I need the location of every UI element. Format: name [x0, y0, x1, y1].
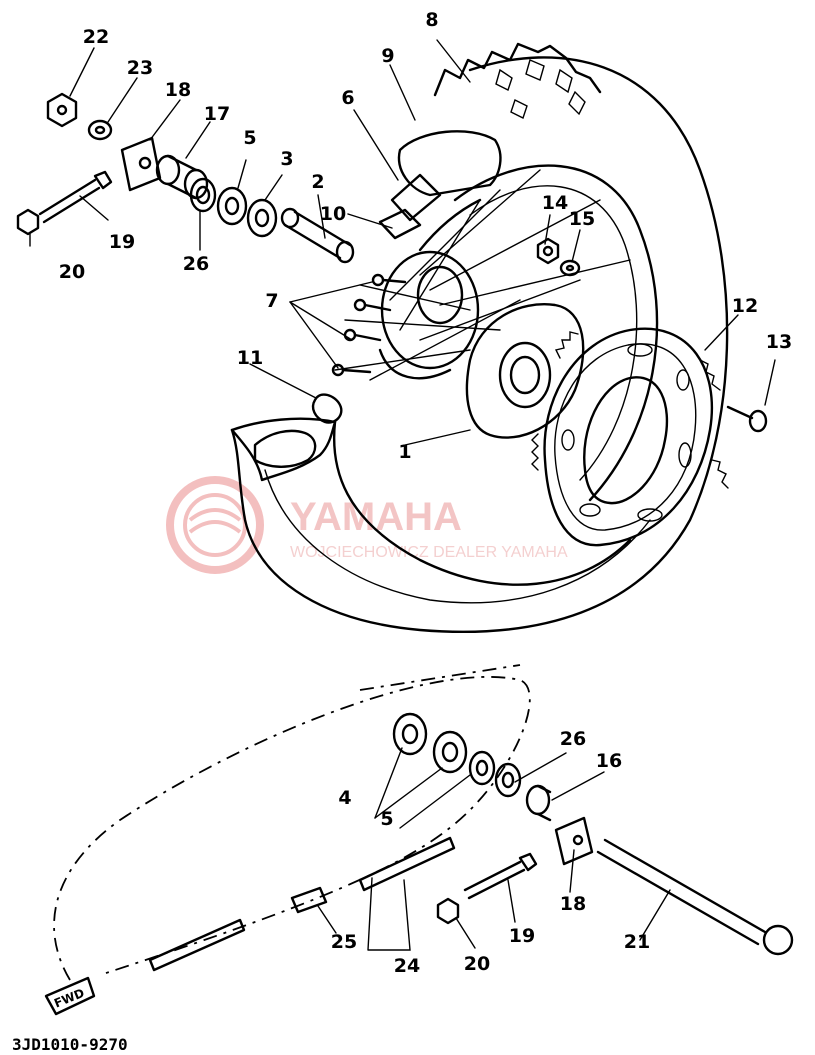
- watermark-subtitle: WOJCIECHOWICZ DEALER YAMAHA: [290, 544, 568, 561]
- part-label-26-lower: 26: [560, 728, 586, 750]
- collar-16: [525, 784, 552, 822]
- chain-puller-18: [120, 136, 162, 192]
- spacer-2: [280, 207, 355, 264]
- chain-and-axle-group: FWD: [44, 664, 794, 1016]
- hub: [378, 250, 480, 380]
- part-label-16: 16: [596, 750, 622, 772]
- part-label-5-top: 5: [243, 127, 256, 149]
- part-labels: 1 2 3 4 5 5 6 7 8 9 10 11 12 13 14 15 16…: [59, 9, 792, 977]
- part-label-15: 15: [569, 208, 595, 230]
- nut-20-lower: [436, 897, 460, 925]
- nut-22: [46, 92, 78, 128]
- drawing-code: 3JD1010-9270: [12, 1035, 128, 1054]
- part-label-23: 23: [127, 57, 153, 79]
- part-label-4: 4: [338, 787, 351, 809]
- seal-26-lower: [494, 762, 522, 798]
- nut-14: [536, 237, 560, 265]
- axle-group-top: [16, 92, 355, 264]
- bolt-13: [726, 405, 768, 433]
- part-label-8: 8: [425, 9, 438, 31]
- bearing-4b: [432, 730, 468, 774]
- rim-band-flap: [311, 393, 343, 424]
- rim: [453, 164, 659, 502]
- part-label-7: 7: [265, 290, 278, 312]
- part-label-22: 22: [83, 26, 109, 48]
- part-label-1: 1: [398, 441, 411, 463]
- bolts-7: [331, 273, 407, 377]
- axle-21: [596, 838, 794, 956]
- rear-wheel: [230, 42, 729, 634]
- part-label-21: 21: [624, 931, 650, 953]
- bolt-19-top: [38, 170, 113, 224]
- fwd-arrow-icon: FWD: [44, 976, 96, 1016]
- leader-lines: [29, 39, 776, 951]
- part-label-3: 3: [280, 148, 293, 170]
- part-label-6: 6: [341, 87, 354, 109]
- nut-20-top: [16, 208, 40, 236]
- rear-sprocket: [531, 327, 768, 547]
- part-label-20-top: 20: [59, 261, 85, 283]
- part-label-17: 17: [204, 103, 230, 125]
- part-label-2: 2: [311, 171, 324, 193]
- part-label-11: 11: [237, 347, 263, 369]
- bearing-4a: [392, 712, 428, 756]
- part-label-10: 10: [320, 203, 346, 225]
- part-label-25: 25: [331, 931, 357, 953]
- tube-and-rimlock: [378, 130, 502, 240]
- bearing-3: [246, 198, 278, 238]
- part-label-26-top: 26: [183, 253, 209, 275]
- oil-seal-26: [189, 177, 217, 213]
- hub-clutch: [465, 303, 585, 439]
- chain-path: [53, 676, 531, 981]
- part-label-20-lower: 20: [464, 953, 490, 975]
- part-label-18-lower: 18: [560, 893, 586, 915]
- watermark-logo-icon: [166, 476, 264, 574]
- part-label-13: 13: [766, 331, 792, 353]
- chain-joint-25: [290, 886, 328, 914]
- spokes: [334, 169, 631, 381]
- part-label-18-top: 18: [165, 79, 191, 101]
- collar-17: [155, 154, 209, 200]
- washer-23: [87, 119, 113, 141]
- washer-15: [559, 259, 581, 277]
- part-label-5-lower: 5: [380, 808, 393, 830]
- part-label-24: 24: [394, 955, 420, 977]
- part-label-9: 9: [381, 45, 394, 67]
- bearing-5: [216, 186, 248, 226]
- watermark: YAMAHA WOJCIECHOWICZ DEALER YAMAHA: [166, 476, 568, 574]
- bearing-5-lower: [468, 750, 496, 786]
- watermark-title: YAMAHA: [290, 495, 462, 539]
- part-label-19-top: 19: [109, 231, 135, 253]
- tire: [230, 56, 729, 634]
- chain-puller-18-lower: [554, 816, 594, 866]
- chain-24: [148, 836, 456, 972]
- bolt-19-lower: [463, 852, 538, 900]
- part-label-14: 14: [542, 192, 568, 214]
- part-label-19-lower: 19: [509, 925, 535, 947]
- part-label-12: 12: [732, 295, 758, 317]
